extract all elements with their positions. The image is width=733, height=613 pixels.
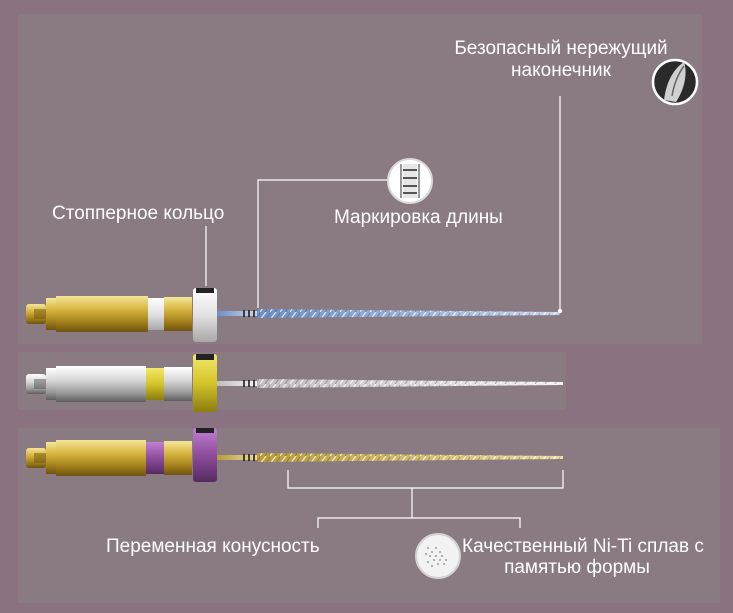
top-panel	[18, 14, 702, 344]
taper-label: Переменная конусность	[106, 536, 320, 557]
alloy-icon	[415, 533, 461, 579]
instrument-2	[26, 354, 563, 412]
instrument-1	[26, 288, 560, 342]
tip-label-line2: наконечник	[511, 60, 611, 81]
marking-label: Маркировка длины	[334, 207, 503, 228]
file-bracket	[287, 470, 564, 489]
stopper-ring-1	[193, 288, 217, 342]
stopper-label: Стопперное кольцо	[52, 203, 225, 224]
marking-callout-line	[257, 179, 388, 308]
marking-icon	[387, 158, 433, 204]
alloy-label-line2: памятью формы	[504, 557, 650, 578]
instrument-3	[26, 428, 563, 482]
tip-icon	[651, 58, 699, 106]
callout-lines	[205, 96, 564, 528]
stopper-ring-3	[193, 428, 217, 482]
tip-label-line1: Безопасный нережущий	[454, 38, 668, 59]
bottom-bracket	[317, 517, 521, 528]
stopper-ring-2	[193, 354, 217, 412]
alloy-label-line1: Качественный Ni-Ti сплав с	[462, 536, 704, 557]
